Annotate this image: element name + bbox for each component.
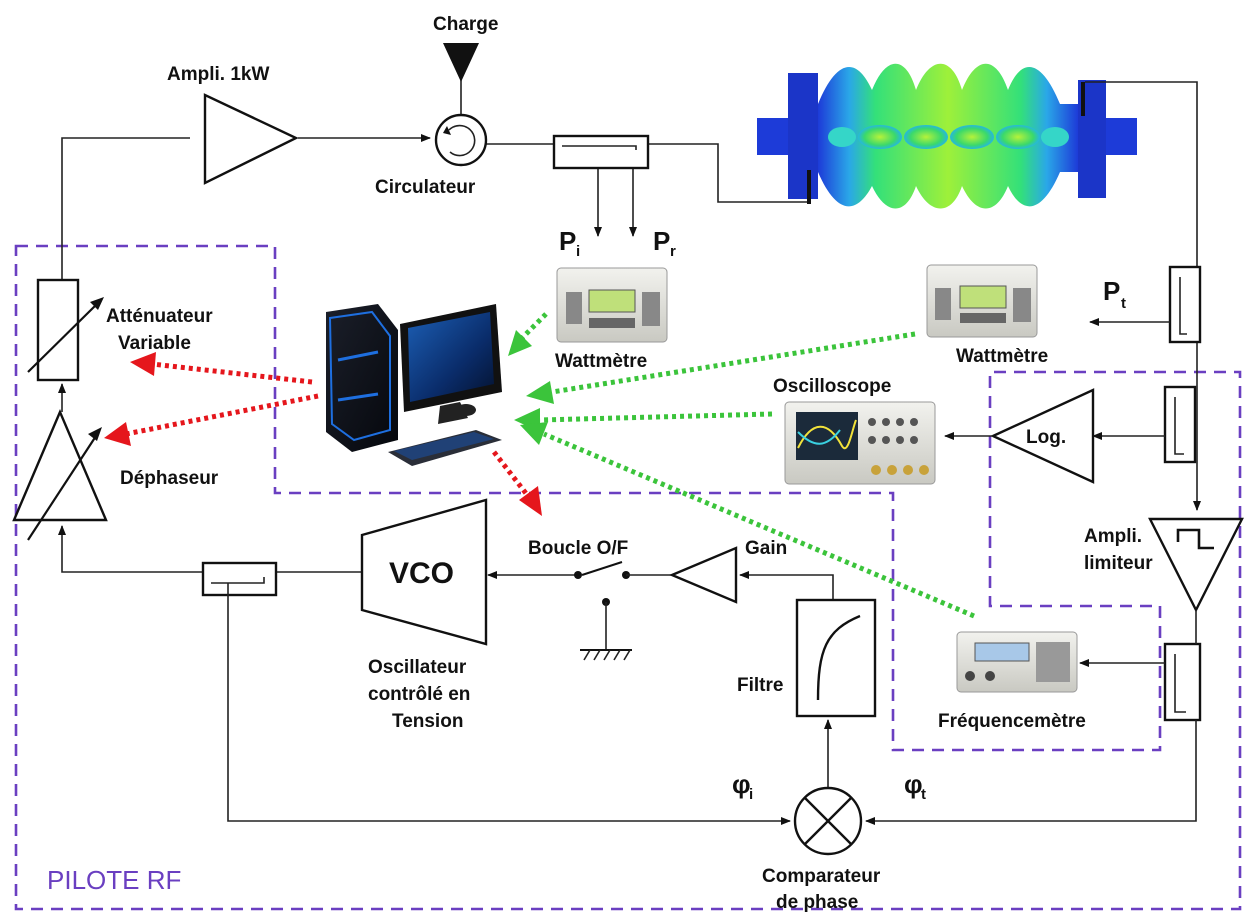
oscillateur-label-3: Tension xyxy=(392,711,463,732)
wire-phi-i xyxy=(227,583,791,825)
circulateur-symbol xyxy=(434,113,488,167)
filtre-label: Filtre xyxy=(737,675,783,696)
wattmetre-1-label: Wattmètre xyxy=(555,351,647,372)
comparateur-label-2: de phase xyxy=(776,892,858,913)
ampli-limiteur-label-1: Ampli. xyxy=(1084,526,1142,547)
frequencemetre-device xyxy=(956,631,1078,693)
measure-arrow-wattmetre-2 xyxy=(526,331,916,404)
coupler-top xyxy=(552,134,650,170)
gain-label: Gain xyxy=(745,538,787,559)
measure-arrow-wattmetre-1 xyxy=(508,312,548,356)
pi-label: P xyxy=(559,226,576,256)
circulateur-label: Circulateur xyxy=(375,177,476,198)
control-arrow-to-dephaseur xyxy=(104,393,319,446)
gain-symbol xyxy=(668,546,738,604)
phi-t-label: φ xyxy=(904,769,923,799)
coupler-right-1 xyxy=(1168,265,1202,344)
oscillateur-label-1: Oscillateur xyxy=(368,657,467,678)
ampli-limiteur-label-2: limiteur xyxy=(1084,553,1153,574)
vco-label: VCO xyxy=(389,557,454,590)
boucle-label: Boucle O/F xyxy=(528,538,628,559)
oscilloscope-device xyxy=(784,401,936,485)
pt-subscript: t xyxy=(1121,295,1126,312)
pilote-rf-boundary xyxy=(14,244,1242,911)
filtre-symbol xyxy=(795,598,877,718)
wattmetre-1-device xyxy=(556,267,668,343)
measure-arrow-frequencemetre xyxy=(520,422,975,619)
attenuateur-variable-symbol xyxy=(27,278,104,382)
coupler-right-3 xyxy=(1163,642,1202,722)
control-arrow-to-switch xyxy=(492,450,542,516)
phi-i-label: φ xyxy=(732,769,751,799)
log-label: Log. xyxy=(1026,427,1066,448)
oscilloscope-label: Oscilloscope xyxy=(773,376,891,397)
comparateur-phase-symbol xyxy=(793,786,863,856)
ampli-limiteur-symbol xyxy=(1148,517,1244,613)
wire-cavity-to-right xyxy=(1085,81,1201,511)
pr-subscript: r xyxy=(670,243,676,260)
vco-symbol xyxy=(360,498,488,646)
control-arrow-to-attenuateur xyxy=(130,352,313,385)
pr-label: P xyxy=(653,226,670,256)
charge-symbol xyxy=(443,43,479,82)
dephaseur-label: Déphaseur xyxy=(120,468,219,489)
computer-icon xyxy=(326,304,502,466)
limiter-glyph xyxy=(1176,528,1214,550)
measure-arrow-oscilloscope xyxy=(514,408,773,432)
wire-atten-up xyxy=(61,137,190,280)
phi-t-subscript: t xyxy=(921,786,926,803)
wire-filter-to-gain xyxy=(739,571,834,600)
wattmetre-2-device xyxy=(926,264,1038,338)
wire-coupler-to-cavity xyxy=(648,143,808,203)
comparateur-label-1: Comparateur xyxy=(762,866,881,887)
pi-subscript: i xyxy=(576,243,580,260)
ampli-1kw-label: Ampli. 1kW xyxy=(167,64,269,85)
wattmetre-2-label: Wattmètre xyxy=(956,346,1048,367)
coupler-right-2 xyxy=(1163,385,1197,464)
cavity-image xyxy=(757,63,1137,209)
charge-label: Charge xyxy=(433,14,498,35)
coupler-bottom-left xyxy=(201,561,278,597)
attenuateur-label-2: Variable xyxy=(118,333,191,354)
wire-phi-t xyxy=(865,720,1197,825)
frequencemetre-label: Fréquencemètre xyxy=(938,711,1086,732)
phi-i-subscript: i xyxy=(749,786,753,803)
log-amplifier-symbol xyxy=(990,388,1095,484)
dephaseur-symbol xyxy=(12,408,108,541)
pt-label: P xyxy=(1103,276,1120,306)
ampli-1kw-symbol xyxy=(203,93,299,185)
pilote-rf-label: PILOTE RF xyxy=(47,865,181,895)
boucle-switch xyxy=(487,561,672,661)
attenuateur-label-1: Atténuateur xyxy=(106,306,213,327)
oscillateur-label-2: contrôlé en xyxy=(368,684,470,705)
